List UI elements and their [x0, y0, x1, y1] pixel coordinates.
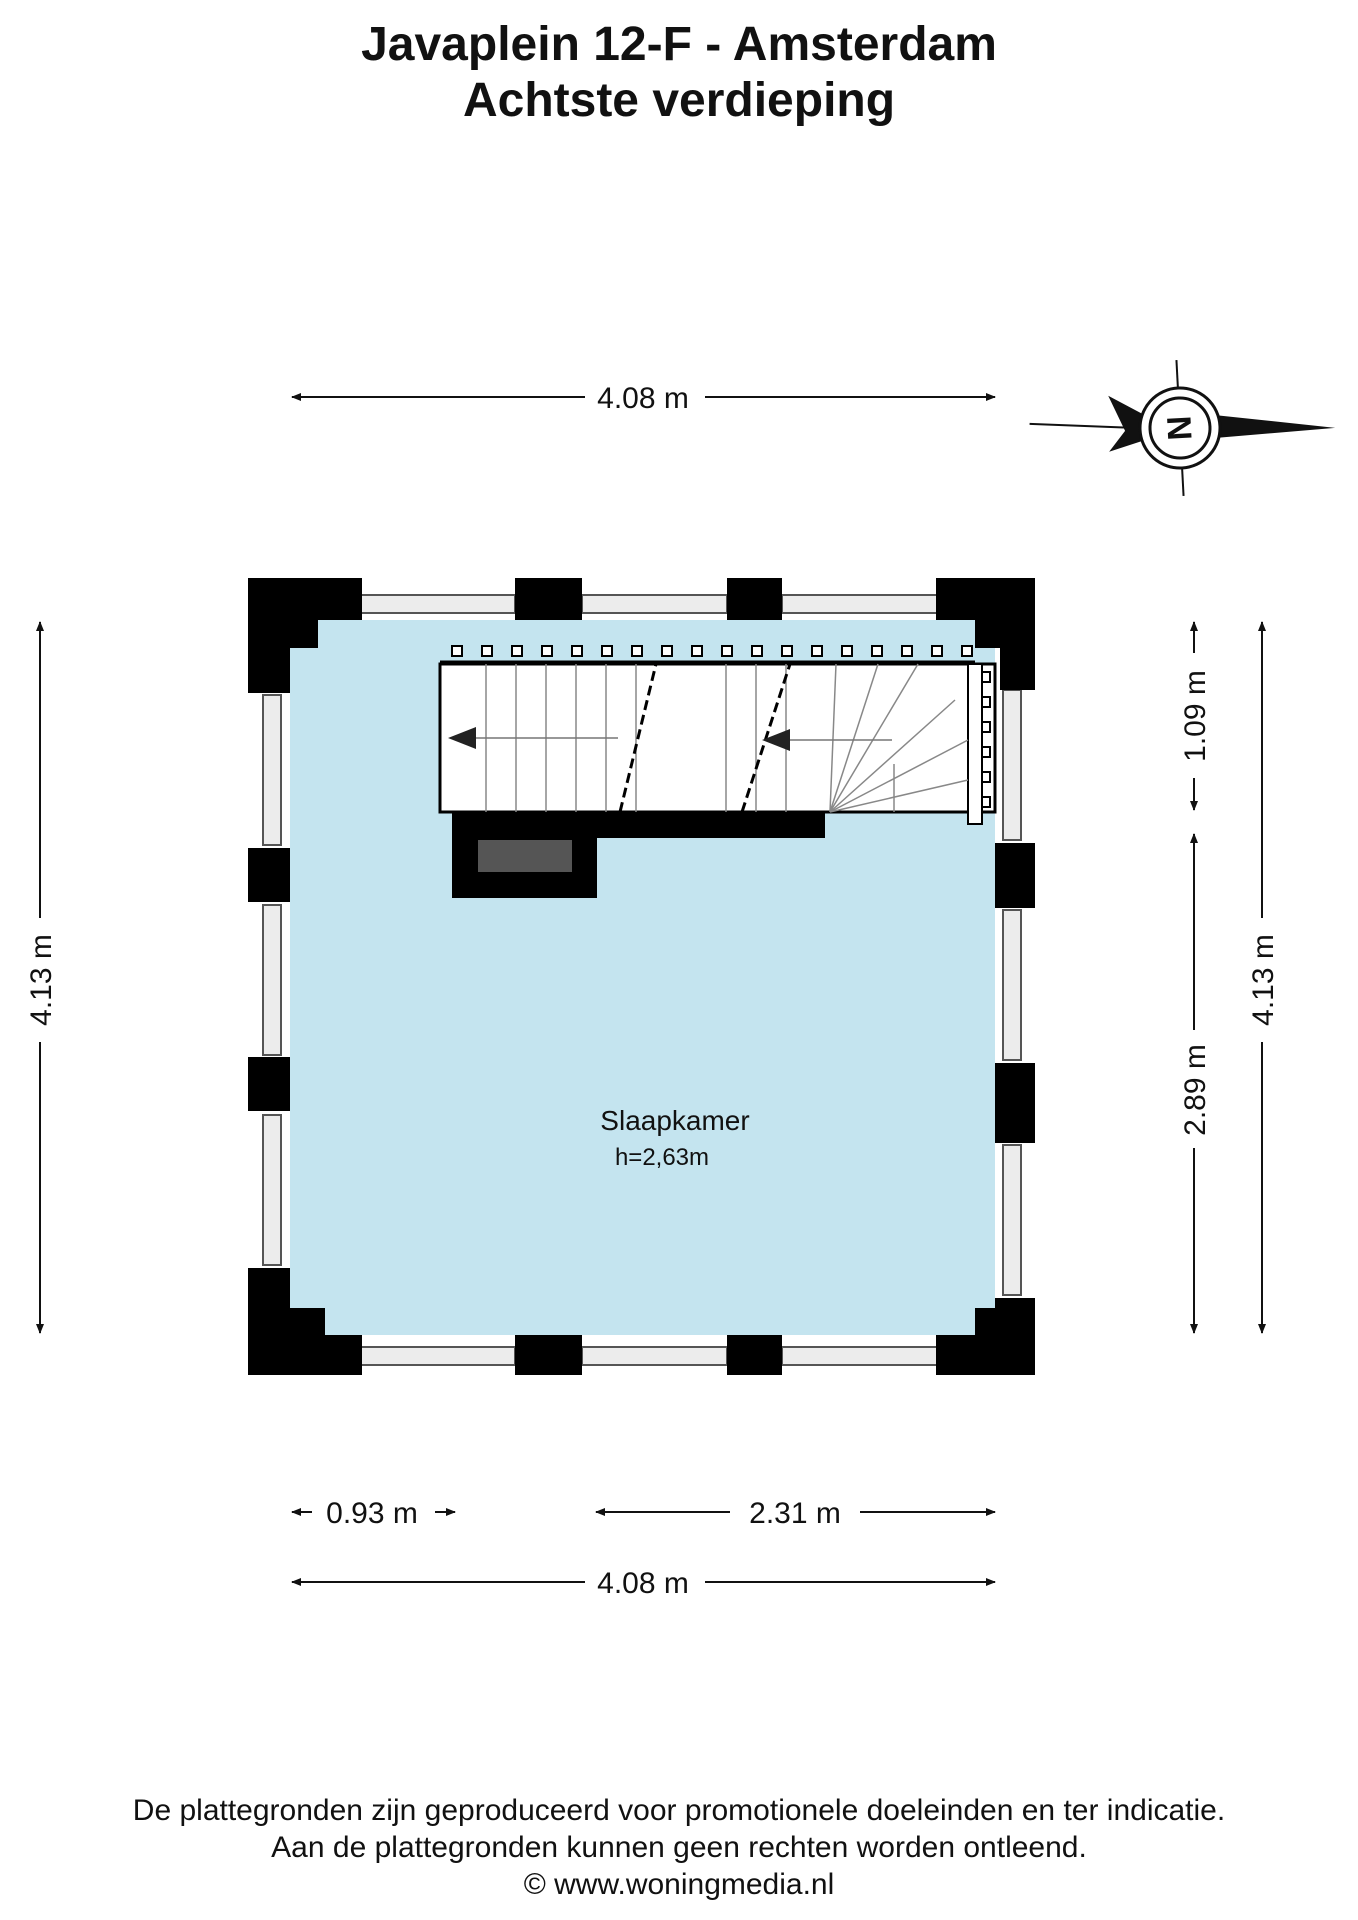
windows-left	[262, 694, 282, 1266]
dimension-right: 4.13 m	[1247, 621, 1280, 1334]
shaft-block	[452, 812, 825, 898]
room-height: h=2,63m	[615, 1144, 709, 1171]
windows-right	[1002, 689, 1022, 1296]
dimension-top-label: 4.08 m	[597, 382, 689, 415]
page-subtitle: Achtste verdieping	[462, 74, 896, 127]
dimension-bottom-left-label: 0.93 m	[326, 1497, 418, 1530]
compass-icon: N	[1029, 360, 1336, 496]
dimension-bottom-label: 4.08 m	[597, 1567, 689, 1600]
room-name: Slaapkamer	[600, 1105, 749, 1136]
footer-copyright: © www.woningmedia.nl	[523, 1868, 835, 1901]
walls	[248, 578, 1035, 1375]
dimension-bottom: 4.08 m	[291, 1567, 996, 1600]
compass-label: N	[1160, 415, 1199, 442]
dimension-right-label: 4.13 m	[1247, 934, 1280, 1026]
dimension-right-upper-label: 1.09 m	[1179, 670, 1212, 762]
dimension-left: 4.13 m	[25, 621, 58, 1334]
dimension-bottom-right-label: 2.31 m	[749, 1497, 841, 1530]
dimension-right-segments: 1.09 m 2.89 m	[1179, 621, 1212, 1334]
dimension-top: 4.08 m	[291, 382, 996, 415]
windows-bottom	[359, 1346, 938, 1366]
footer-disclaimer-line2: Aan de plattegronden kunnen geen rechten…	[271, 1831, 1087, 1864]
staircase	[438, 645, 997, 825]
footer-disclaimer-line1: De plattegronden zijn geproduceerd voor …	[132, 1794, 1226, 1827]
windows-top	[359, 594, 938, 614]
dimension-right-lower-label: 2.89 m	[1179, 1044, 1212, 1136]
page-title: Javaplein 12-F - Amsterdam	[361, 18, 997, 71]
dimension-bottom-segments: 0.93 m 2.31 m	[291, 1497, 996, 1530]
dimension-left-label: 4.13 m	[25, 934, 58, 1026]
